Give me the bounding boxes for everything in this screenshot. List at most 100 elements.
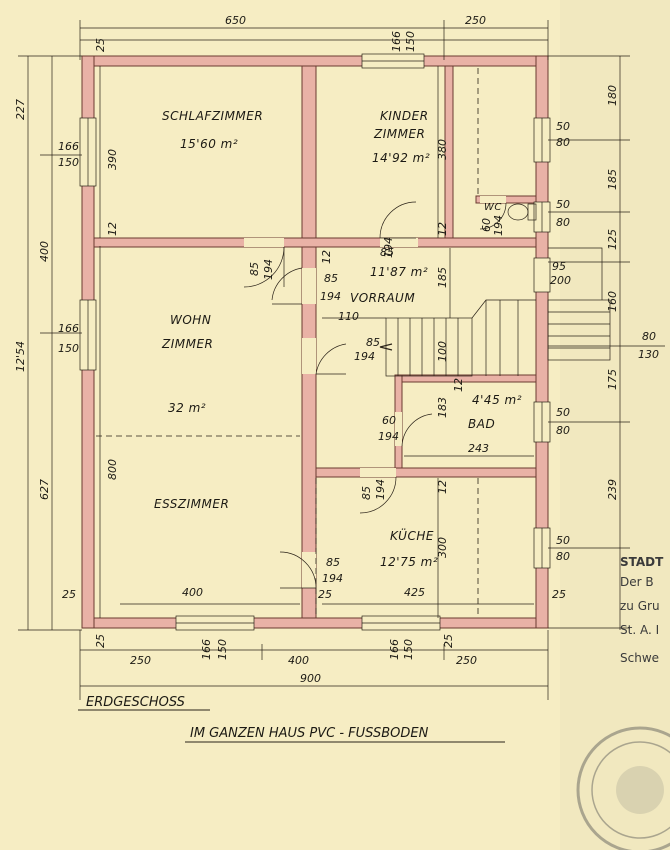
dim-d194e: 194 xyxy=(378,430,399,443)
stamp-line2: Der B xyxy=(620,575,654,589)
dim-w243: 243 xyxy=(468,442,489,455)
dim-r200: 200 xyxy=(550,274,571,287)
dim-r125: 125 xyxy=(606,229,619,250)
dim-d194a: 194 xyxy=(262,259,275,280)
title-rules xyxy=(78,709,505,743)
dim-v800: 800 xyxy=(106,459,119,480)
dim-r130: 130 xyxy=(638,348,659,361)
stamp-line1: STADT xyxy=(620,555,664,569)
dim-v12c: 12 xyxy=(452,378,465,392)
dim-d194c: 194 xyxy=(320,290,341,303)
room-esszimmer-name: ESSZIMMER xyxy=(154,497,229,511)
dim-r80c: 80 xyxy=(642,330,656,343)
door-swings xyxy=(243,201,537,589)
wall-top xyxy=(81,55,549,67)
dim-d60: 60 xyxy=(382,414,396,427)
dim-left-166b: 166 xyxy=(58,322,79,335)
dim-top-right: 250 xyxy=(465,14,486,27)
room-vorraum-area: 11'87 m² xyxy=(370,265,428,279)
dim-r185: 185 xyxy=(606,169,619,190)
dim-w25c: 25 xyxy=(552,588,566,601)
dim-d194b: 194 xyxy=(382,237,395,258)
dim-w25a: 25 xyxy=(62,588,76,601)
dim-v300: 300 xyxy=(436,537,449,558)
dim-v12b: 12 xyxy=(436,222,449,236)
dim-d85a: 85 xyxy=(248,262,261,276)
door-right-entry xyxy=(533,257,551,293)
room-kinderzimmer-area: 14'92 m² xyxy=(372,151,430,165)
room-vorraum-name: VORRAUM xyxy=(350,291,415,305)
dim-v12a: 12 xyxy=(106,222,119,236)
dim-d60wc: 60 xyxy=(480,218,493,232)
dim-left-166a: 166 xyxy=(58,140,79,153)
dim-v12d: 12 xyxy=(436,480,449,494)
dim-r80b: 80 xyxy=(556,216,570,229)
wall-schlaf-kinder xyxy=(301,65,317,247)
wall-bottom xyxy=(81,617,549,629)
dim-top-150: 150 xyxy=(404,31,417,52)
walls xyxy=(81,55,549,629)
dim-v390: 390 xyxy=(106,149,119,170)
dim-d85c: 85 xyxy=(324,272,338,285)
dim-b166b: 166 xyxy=(388,639,401,660)
dim-r180: 180 xyxy=(606,85,619,106)
room-wohnzimmer-area: 32 m² xyxy=(168,401,206,415)
dim-d85b: 85 xyxy=(380,246,394,259)
plan-note: IM GANZEN HAUS PVC - FUSSBODEN xyxy=(190,726,429,741)
dim-b25a: 25 xyxy=(94,634,107,648)
dim-b250a: 250 xyxy=(130,654,151,667)
stamp-line4: St. A. I xyxy=(620,623,659,637)
dim-top-166: 166 xyxy=(390,31,403,52)
dim-left-150b: 150 xyxy=(58,342,79,355)
dim-w25b: 25 xyxy=(318,588,332,601)
dim-b166a: 166 xyxy=(200,639,213,660)
room-kueche-area: 12'75 m² xyxy=(380,555,438,569)
wall-mid-horizontal xyxy=(93,237,537,248)
dim-d194f: 194 xyxy=(374,479,387,500)
dim-r160: 160 xyxy=(606,291,619,312)
room-wohnzimmer-name2: ZIMMER xyxy=(161,337,213,351)
dim-v100: 100 xyxy=(436,341,449,362)
dim-b400: 400 xyxy=(288,654,309,667)
dim-r175: 175 xyxy=(606,369,619,390)
paper-shadow xyxy=(560,0,670,850)
official-seal xyxy=(576,726,670,850)
room-labels: SCHLAFZIMMER 15'60 m² KINDER ZIMMER 14'9… xyxy=(154,109,522,569)
room-schlafzimmer-area: 15'60 m² xyxy=(180,137,238,151)
dim-b250b: 250 xyxy=(456,654,477,667)
dim-r239: 239 xyxy=(606,479,619,500)
windows xyxy=(79,53,551,631)
dim-r50c: 50 xyxy=(556,406,570,419)
dim-v183: 183 xyxy=(436,397,449,418)
dimension-lines xyxy=(18,20,665,700)
room-wc-name: WC xyxy=(484,202,502,213)
room-bad-area: 4'45 m² xyxy=(472,393,522,407)
dim-left-627: 627 xyxy=(38,479,51,500)
dashed-lines xyxy=(96,68,479,616)
dim-w425: 425 xyxy=(404,586,425,599)
wall-kueche-north xyxy=(315,467,537,478)
dim-b25b: 25 xyxy=(442,634,455,648)
staircase xyxy=(379,247,611,377)
room-kinderzimmer-name2: ZIMMER xyxy=(373,127,425,141)
dim-d194d: 194 xyxy=(354,350,375,363)
room-schlafzimmer-name: SCHLAFZIMMER xyxy=(162,109,263,123)
dim-r50d: 50 xyxy=(556,534,570,547)
dim-v380: 380 xyxy=(436,139,449,160)
dim-d85e: 85 xyxy=(360,486,373,500)
stamp-line5: Schwe xyxy=(620,651,659,665)
stamp-text: STADT Der B zu Gru St. A. I Schwe xyxy=(620,555,664,665)
dim-top-25: 25 xyxy=(94,38,107,52)
dim-b150b: 150 xyxy=(402,639,415,660)
dim-w110: 110 xyxy=(338,310,359,323)
dim-r80d: 80 xyxy=(556,424,570,437)
room-kinderzimmer-name1: KINDER xyxy=(380,109,429,123)
dim-v185: 185 xyxy=(436,267,449,288)
dim-left-1254: 12'54 xyxy=(14,341,27,372)
dim-left-150a: 150 xyxy=(58,156,79,169)
room-bad-name: BAD xyxy=(468,417,495,431)
room-kueche-name: KÜCHE xyxy=(390,527,434,543)
dim-r95: 95 xyxy=(552,260,566,273)
